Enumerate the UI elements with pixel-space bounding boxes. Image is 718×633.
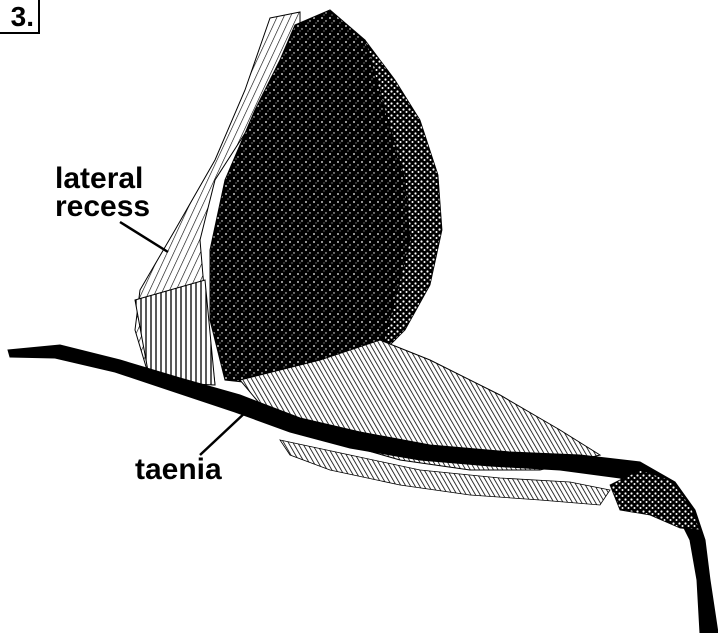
taenia-pointer bbox=[200, 410, 248, 455]
taenia-label-text: taenia bbox=[135, 453, 222, 486]
lateral-recess-label-line2: recess bbox=[55, 193, 150, 221]
taenia-label: taenia bbox=[135, 456, 222, 484]
lateral-recess-pointer bbox=[120, 222, 168, 252]
lateral-recess-label: lateral recess bbox=[55, 165, 150, 221]
lateral-recess-label-line1: lateral bbox=[55, 165, 150, 193]
right-curl-patch bbox=[610, 470, 700, 530]
